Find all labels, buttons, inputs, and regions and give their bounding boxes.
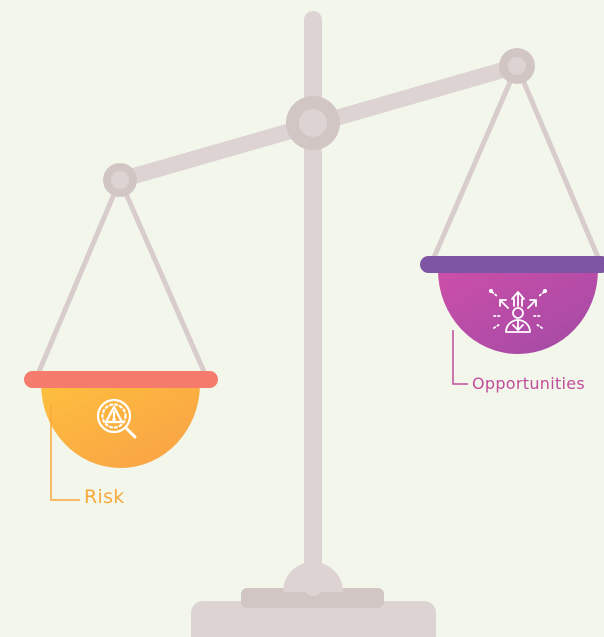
- right-string-outer: [429, 63, 520, 265]
- scale-base-step: [241, 588, 384, 608]
- risk-callout-line: [50, 405, 80, 501]
- scale-base: [191, 601, 436, 637]
- left-pivot-inner: [111, 171, 129, 189]
- person-arrows-icon: [488, 288, 548, 333]
- warning-magnifier-icon: [96, 398, 137, 439]
- risk-pan-rim: [24, 371, 218, 388]
- opportunities-pan-rim: [420, 256, 604, 273]
- opportunities-callout-line: [452, 330, 468, 385]
- risk-label: Risk: [84, 486, 125, 508]
- scale-pole: [304, 11, 322, 596]
- center-pivot-inner: [299, 109, 327, 137]
- right-string-inner: [514, 63, 603, 265]
- left-string-outer: [35, 177, 123, 377]
- left-string-inner: [117, 177, 208, 377]
- opportunities-pan-bowl: [438, 270, 598, 354]
- opportunities-label: Opportunities: [472, 374, 586, 393]
- right-pivot-inner: [508, 57, 526, 75]
